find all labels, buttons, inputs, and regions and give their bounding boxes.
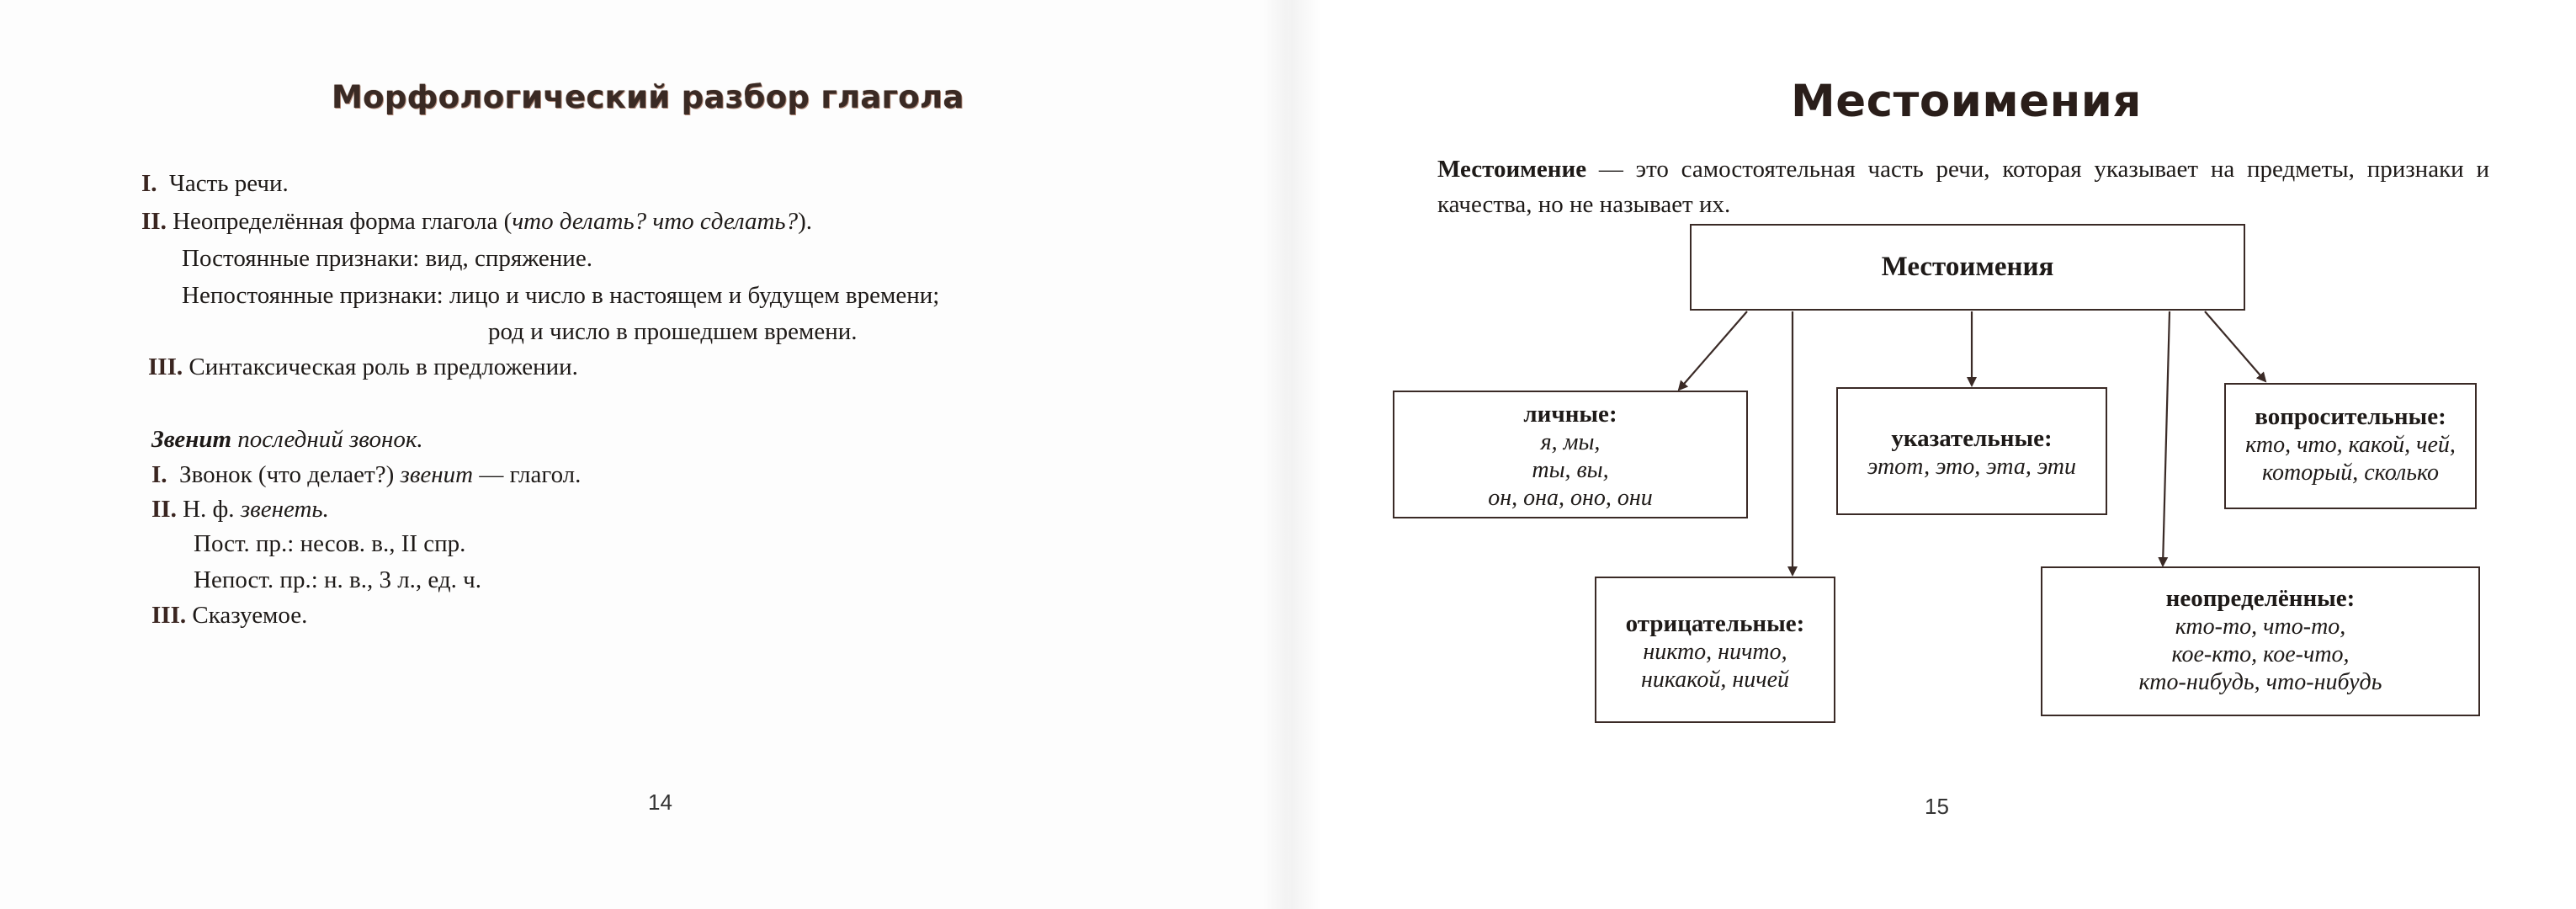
- box-negative-item-2: никакой, ничей: [1641, 667, 1789, 693]
- box-interrogative-item-2: который, сколько: [2262, 460, 2439, 486]
- outline-item-1: I. Часть речи.: [141, 170, 289, 197]
- example-line-2: II. Н. ф. звенеть.: [151, 496, 329, 523]
- box-interrogative-item-1: кто, что, какой, чей,: [2245, 432, 2456, 458]
- outline-item-6: III. Синтаксическая роль в предложении.: [148, 354, 578, 380]
- box-indefinite-item-3: кто-нибудь, что-нибудь: [2138, 669, 2382, 695]
- example-line-4: Непост. пр.: н. в., 3 л., ед. ч.: [194, 566, 482, 593]
- example-line-1: I. Звонок (что делает?) звенит — глагол.: [151, 461, 582, 488]
- arrow-to-interrogative: [2204, 311, 2267, 383]
- example-sentence: Звенит последний звонок.: [151, 426, 423, 453]
- definition-paragraph: Местоимение — это самостоятельная часть …: [1437, 156, 2489, 218]
- left-page: [0, 0, 1288, 909]
- outline-item-2: II. Неопределённая форма глагола (что де…: [141, 208, 813, 235]
- outline-item-3: Постоянные признаки: вид, спряжение.: [182, 245, 592, 272]
- diagram-root-label: Местоимения: [1881, 252, 2054, 282]
- box-indefinite: неопределённые: кто-то, что-то, кое-кто,…: [2041, 566, 2480, 716]
- box-indefinite-label: неопределённые:: [2165, 585, 2356, 612]
- arrow-to-personal: [1677, 311, 1748, 391]
- box-interrogative-label: вопросительные:: [2255, 403, 2446, 430]
- box-interrogative: вопросительные: кто, что, какой, чей, ко…: [2224, 383, 2477, 509]
- box-personal-item-1: я, мы,: [1540, 429, 1601, 455]
- example-line-5: III. Сказуемое.: [151, 602, 308, 629]
- box-personal-item-3: он, она, оно, они: [1488, 485, 1653, 511]
- box-personal-label: личные:: [1523, 401, 1617, 428]
- arrow-to-indefinite: [2158, 311, 2171, 567]
- box-negative: отрицательные: никто, ничто, никакой, ни…: [1595, 577, 1835, 723]
- box-negative-label: отрицательные:: [1625, 610, 1805, 637]
- diagram-root-box: Местоимения: [1690, 224, 2245, 311]
- box-personal-item-2: ты, вы,: [1532, 457, 1609, 483]
- example-line-3: Пост. пр.: несов. в., II спр.: [194, 530, 466, 557]
- outline-item-5: род и число в прошедшем времени.: [488, 318, 858, 345]
- page-number-left: 14: [648, 789, 672, 815]
- left-page-title: Морфологический разбор глагола: [332, 79, 964, 115]
- box-demonstrative: указательные: этот, это, эта, эти: [1836, 387, 2107, 515]
- box-indefinite-item-1: кто-то, что-то,: [2175, 614, 2346, 640]
- outline-item-4: Непостоянные признаки: лицо и число в на…: [182, 282, 940, 309]
- book-gutter: [1262, 0, 1321, 909]
- box-demonstrative-item-1: этот, это, эта, эти: [1867, 454, 2077, 480]
- right-page-title: Местоимения: [1791, 76, 2142, 127]
- page-number-right: 15: [1925, 794, 1949, 819]
- box-negative-item-1: никто, ничто,: [1643, 639, 1787, 665]
- box-indefinite-item-2: кое-кто, кое-что,: [2171, 641, 2350, 667]
- box-demonstrative-label: указательные:: [1891, 425, 2053, 452]
- box-personal: личные: я, мы, ты, вы, он, она, оно, они: [1393, 391, 1748, 518]
